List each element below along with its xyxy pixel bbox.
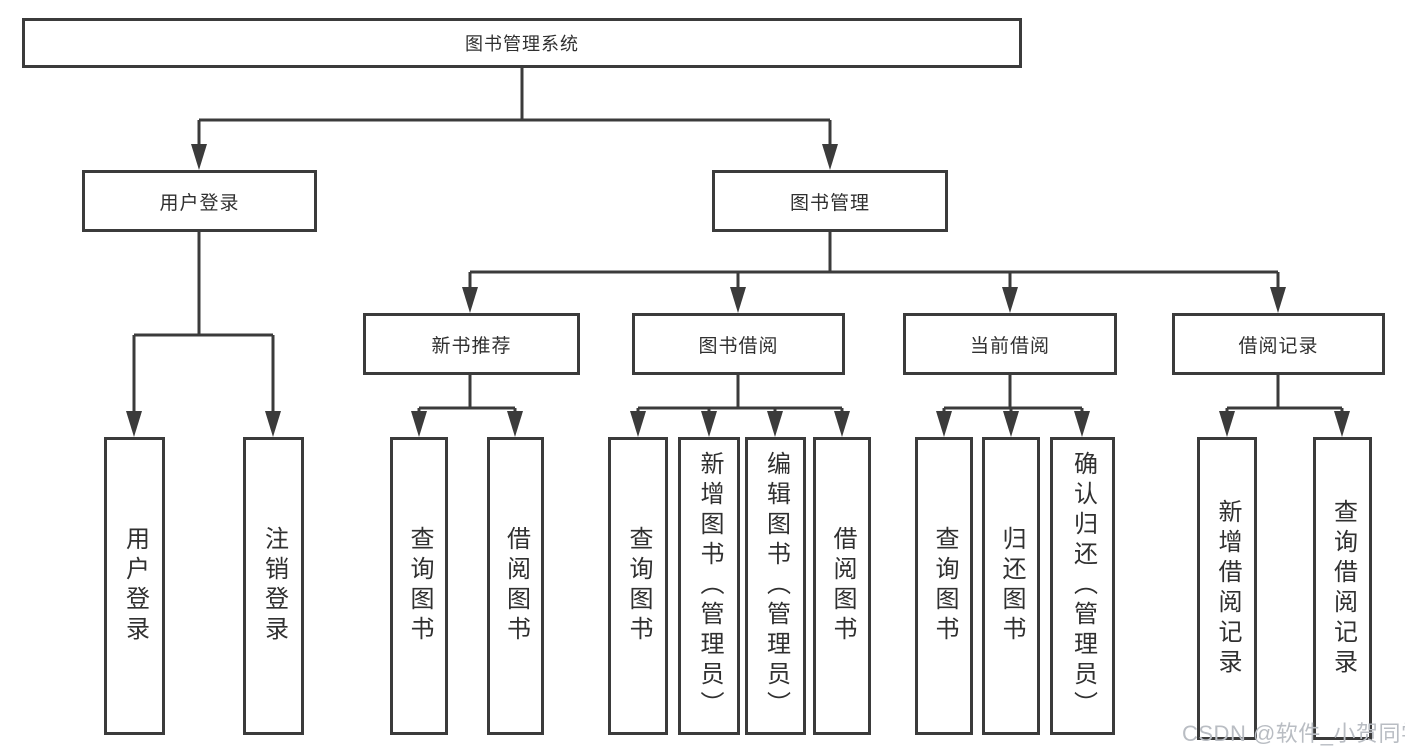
connector-current-borrow-branch: [942, 375, 1084, 413]
connector-book-borrow-branch: [636, 375, 844, 413]
arrow-down-icon: [265, 411, 281, 437]
arrow-down-icon: [1219, 411, 1235, 437]
node-user-login: 用户登录: [82, 170, 317, 232]
arrow-down-icon: [1002, 287, 1018, 313]
connector-borrow-records-branch: [1225, 375, 1344, 413]
arrow-down-icon: [411, 411, 427, 437]
arrow-down-icon: [630, 411, 646, 437]
arrow-down-icon: [1270, 287, 1286, 313]
csdn-watermark: CSDN @软件_小贺同学: [1182, 721, 1405, 746]
connector-user-login-branch: [132, 232, 275, 413]
arrow-down-icon: [822, 144, 838, 170]
arrow-down-icon: [126, 411, 142, 437]
leaf-query-borrow-record: 查询借阅记录: [1313, 437, 1372, 740]
leaf-current-query-books: 查询图书: [915, 437, 973, 735]
node-borrow-records: 借阅记录: [1172, 313, 1385, 375]
leaf-add-books-admin: 新增图书（管理员）: [678, 437, 740, 735]
leaf-return-books: 归还图书: [982, 437, 1040, 735]
node-book-borrow: 图书借阅: [632, 313, 845, 375]
node-root-library-system: 图书管理系统: [22, 18, 1022, 68]
leaf-confirm-return-admin: 确认归还（管理员）: [1050, 437, 1115, 735]
node-book-management: 图书管理: [712, 170, 948, 232]
leaf-edit-books-admin: 编辑图书（管理员）: [745, 437, 806, 735]
node-new-book-recommend: 新书推荐: [363, 313, 580, 375]
arrow-down-icon: [1003, 411, 1019, 437]
leaf-recommend-borrow-books: 借阅图书: [487, 437, 544, 735]
leaf-recommend-query-books: 查询图书: [390, 437, 448, 735]
arrow-down-icon: [191, 144, 207, 170]
node-current-borrow: 当前借阅: [903, 313, 1117, 375]
arrow-down-icon: [1334, 411, 1350, 437]
arrow-down-icon: [730, 287, 746, 313]
connector-root-to-level2: [197, 68, 832, 146]
arrow-down-icon: [1074, 411, 1090, 437]
leaf-add-borrow-record: 新增借阅记录: [1197, 437, 1257, 740]
leaf-borrow-query-books: 查询图书: [608, 437, 668, 735]
arrow-down-icon: [767, 411, 783, 437]
leaf-borrow-books: 借阅图书: [813, 437, 871, 735]
arrow-down-icon: [507, 411, 523, 437]
leaf-user-login: 用户登录: [104, 437, 165, 735]
connector-book-mgmt-branch: [468, 232, 1280, 289]
arrow-down-icon: [834, 411, 850, 437]
arrow-down-icon: [936, 411, 952, 437]
leaf-logout: 注销登录: [243, 437, 304, 735]
arrow-down-icon: [701, 411, 717, 437]
connector-new-rec-branch: [417, 375, 517, 413]
arrow-down-icon: [462, 287, 478, 313]
